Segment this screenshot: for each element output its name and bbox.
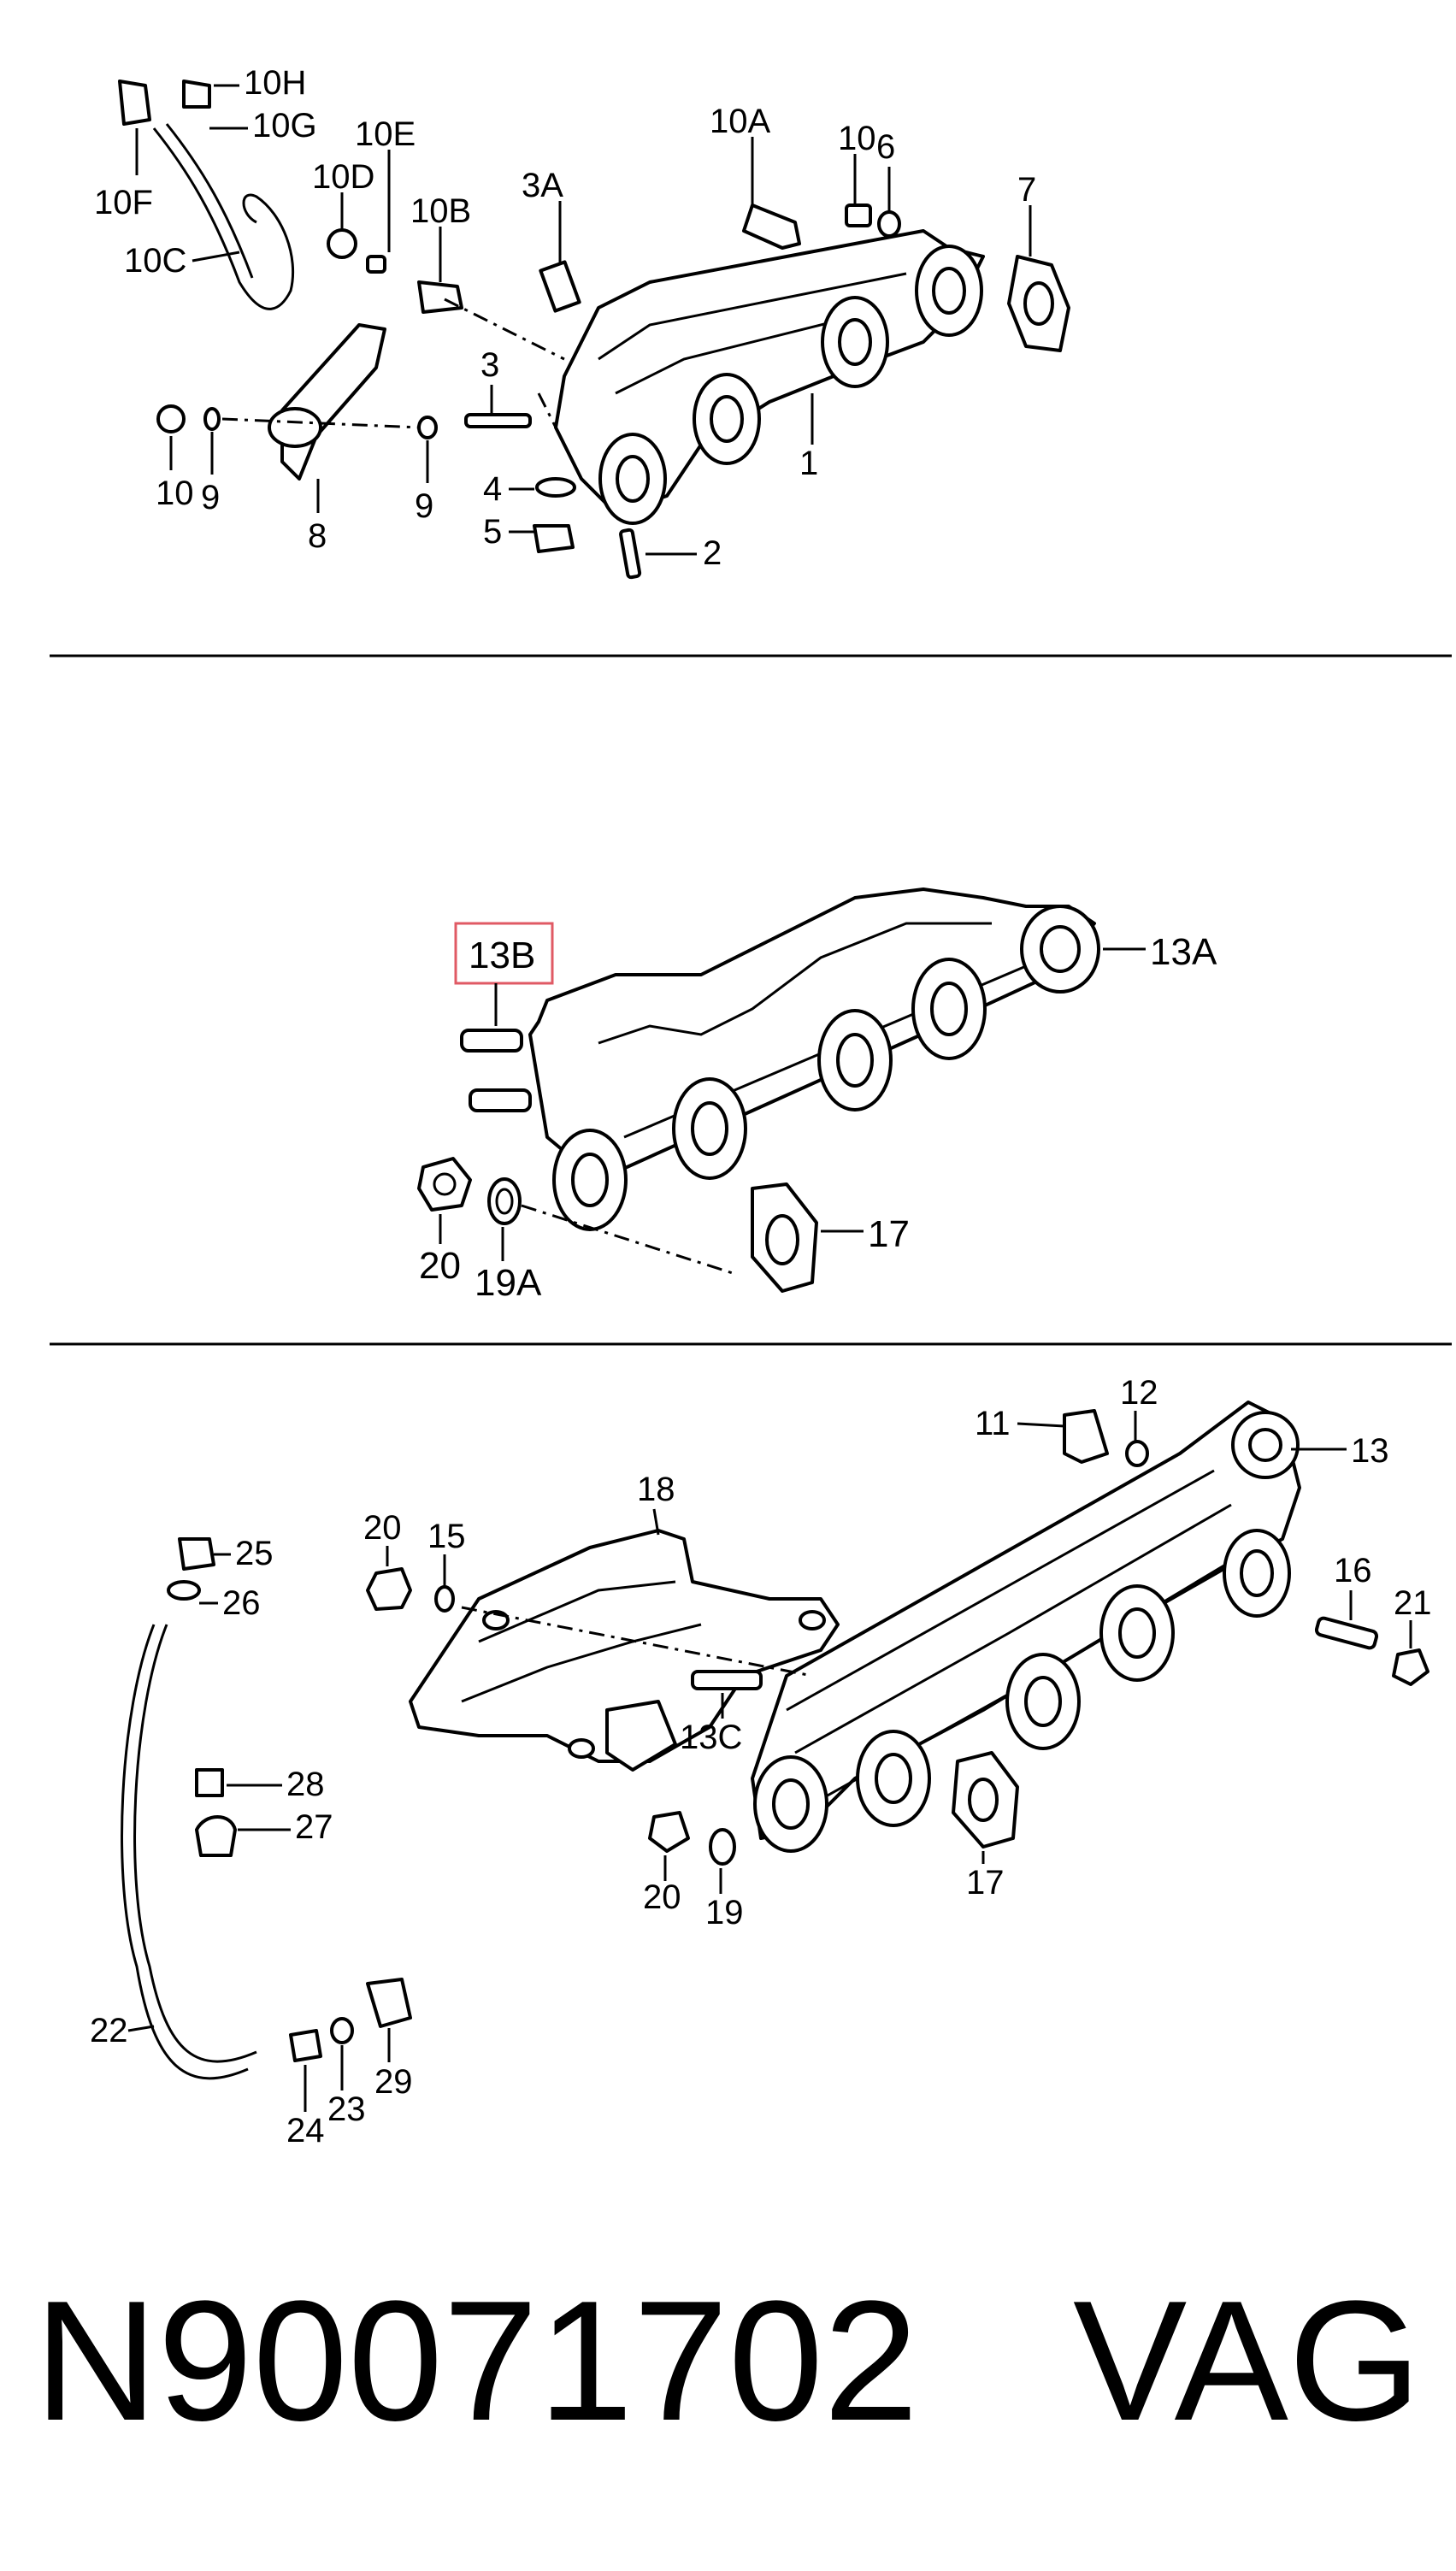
callout-20-mid: 20 <box>419 1245 461 1287</box>
callout-7: 7 <box>1017 171 1036 209</box>
callout-9-left: 9 <box>201 479 220 516</box>
bottom-callouts: 11 12 13 25 26 20 15 18 16 21 28 27 13C … <box>90 1374 1432 2149</box>
callout-23: 23 <box>327 2090 366 2128</box>
highlight-box-13B <box>454 922 554 985</box>
callout-28: 28 <box>286 1766 325 1803</box>
callout-26: 26 <box>222 1584 261 1622</box>
callout-18: 18 <box>637 1471 675 1508</box>
callout-4: 4 <box>483 470 502 508</box>
callout-15: 15 <box>427 1518 466 1555</box>
callout-2: 2 <box>703 534 722 572</box>
callout-16: 16 <box>1334 1552 1372 1589</box>
callout-10C: 10C <box>124 242 186 280</box>
callout-9-right: 9 <box>415 487 433 525</box>
callout-5: 5 <box>483 513 502 551</box>
top-callouts: 10H 10G 10F 10C 10E 10D 10B 3A 10A 10 6 … <box>94 64 1036 572</box>
callout-13A: 13A <box>1150 931 1217 973</box>
callout-1: 1 <box>799 445 818 482</box>
callout-20-bottom: 20 <box>643 1878 681 1916</box>
middle-callouts: 13B 13A 17 20 19A <box>419 922 1217 1304</box>
callout-25: 25 <box>235 1535 274 1572</box>
callout-19: 19 <box>705 1894 744 1931</box>
callout-10-lower: 10 <box>156 475 194 512</box>
callout-27: 27 <box>295 1808 333 1846</box>
callout-3: 3 <box>480 346 499 384</box>
callout-17-bottom: 17 <box>966 1864 1005 1902</box>
exhaust-manifold-middle-assembly <box>417 887 1100 1293</box>
callout-21: 21 <box>1394 1584 1432 1622</box>
callout-10H: 10H <box>244 64 306 102</box>
callout-10: 10 <box>838 120 876 157</box>
callout-13C: 13C <box>680 1719 742 1756</box>
callout-10A: 10A <box>710 103 770 140</box>
callout-12: 12 <box>1120 1374 1158 1412</box>
callout-29: 29 <box>374 2063 413 2101</box>
callout-22: 22 <box>90 2012 128 2049</box>
exhaust-manifold-bottom-assembly <box>121 1400 1429 2080</box>
callout-17-mid: 17 <box>868 1213 910 1255</box>
callout-10G: 10G <box>252 107 317 144</box>
callout-10F: 10F <box>94 184 153 221</box>
part-number: N90071702 <box>34 2266 918 2456</box>
callout-3A: 3A <box>522 167 563 204</box>
callout-6: 6 <box>876 128 895 166</box>
callout-11: 11 <box>975 1405 1011 1442</box>
callout-24: 24 <box>286 2112 325 2149</box>
callout-13B: 13B <box>469 935 535 976</box>
brand-name: VAG <box>1073 2266 1422 2456</box>
callout-20-bottom-left: 20 <box>363 1509 402 1547</box>
callout-8: 8 <box>308 517 327 555</box>
callout-10D: 10D <box>312 158 374 196</box>
exhaust-manifold-top-assembly <box>118 80 1070 580</box>
callout-13: 13 <box>1351 1432 1389 1470</box>
callout-19A: 19A <box>475 1262 542 1304</box>
callout-10E: 10E <box>355 115 416 153</box>
callout-10B: 10B <box>410 192 471 230</box>
